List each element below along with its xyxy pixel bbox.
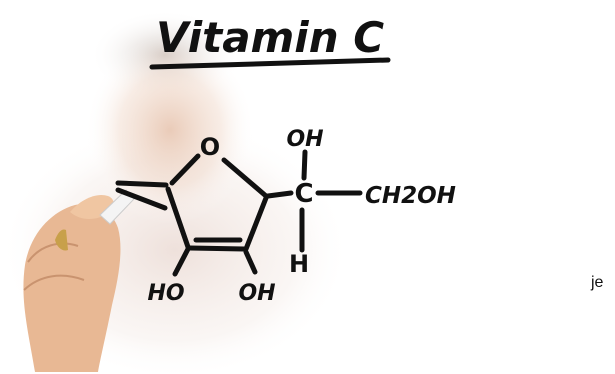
diagram-title: Vitamin C <box>156 13 384 62</box>
bond-c3-to-c4 <box>243 195 269 252</box>
bond-c4-to-o <box>221 157 269 199</box>
stereo-bottom-label: H <box>289 250 309 278</box>
bond-stereo-to-oh <box>301 149 308 181</box>
hand-with-marker <box>23 189 135 372</box>
title-group: Vitamin C <box>149 13 391 70</box>
side-text: je <box>591 274 604 291</box>
title-underline <box>149 57 391 70</box>
bond-c1-to-c2 <box>165 186 191 250</box>
bond-carbonyl-double <box>115 187 168 211</box>
ring-right-sub-label: OH <box>238 281 275 306</box>
ring-oxygen-label: O <box>200 133 220 161</box>
bond-c2-to-c3 <box>187 245 247 252</box>
ring-left-sub-label: HO <box>147 281 184 306</box>
molecule-labels: O OH C CH2OH H HO OH <box>147 127 456 306</box>
bond-o-to-c1 <box>169 153 201 186</box>
bond-c4-to-stereo <box>265 190 294 199</box>
stereo-top-label: OH <box>286 127 323 152</box>
bond-carbonyl <box>115 180 169 188</box>
side-chain-label: CH2OH <box>365 183 456 209</box>
stereo-center-label: C <box>294 179 313 209</box>
bond-c2-to-ho <box>172 246 191 277</box>
molecule-bonds <box>115 149 363 277</box>
bond-c3-to-oh <box>243 249 258 275</box>
